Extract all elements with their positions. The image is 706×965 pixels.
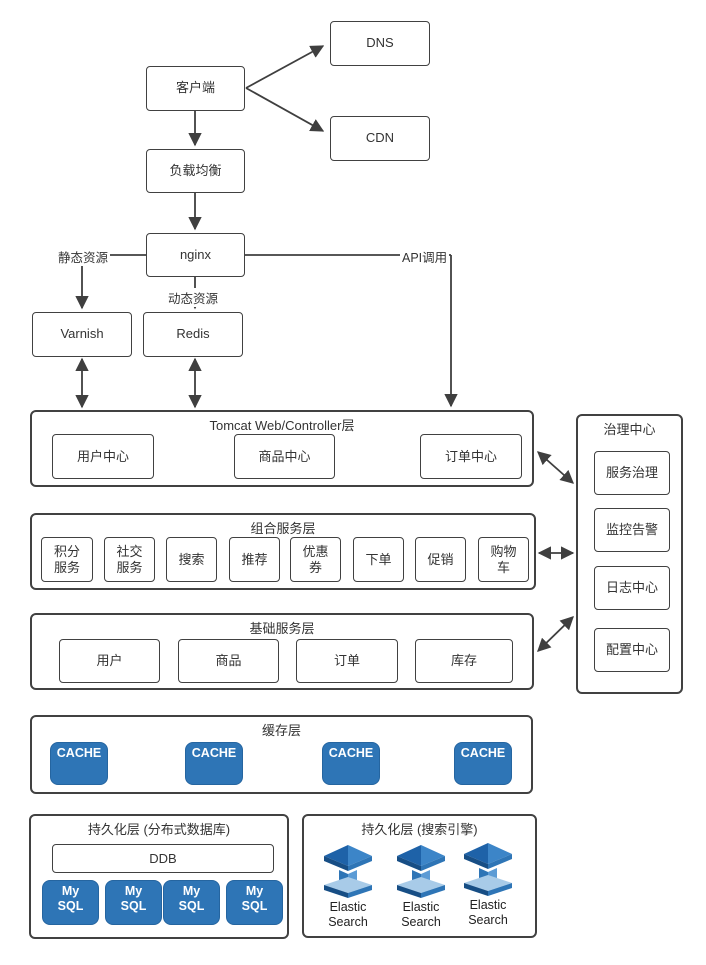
panel-governance-title: 治理中心 xyxy=(603,422,656,437)
governance-item-service: 服务治理 xyxy=(594,451,670,495)
edge-label-static-resource: 静态资源 xyxy=(56,247,111,266)
base-item-user: 用户 xyxy=(59,639,160,683)
base-item-order: 订单 xyxy=(296,639,398,683)
layer-base: 基础服务层 用户 商品 订单 库存 xyxy=(30,613,534,690)
node-dns: DNS xyxy=(330,21,430,66)
layer-persist-db-title: 持久化层 (分布式数据库) xyxy=(87,822,231,837)
cache-node: CACHE xyxy=(185,742,243,785)
mysql-node: My SQL xyxy=(42,880,99,925)
composite-item-search: 搜索 xyxy=(166,537,217,582)
composite-item-cart: 购物车 xyxy=(478,537,529,582)
elasticsearch-icon xyxy=(397,845,445,898)
elasticsearch-label: Elastic Search xyxy=(401,900,441,929)
cache-node: CACHE xyxy=(322,742,380,785)
composite-item-order: 下单 xyxy=(353,537,404,582)
mysql-node: My SQL xyxy=(163,880,220,925)
elasticsearch-node: Elastic Search xyxy=(459,842,517,928)
layer-persist-db: 持久化层 (分布式数据库) DDB My SQL My SQL My SQL M… xyxy=(29,814,289,939)
composite-item-promo: 促销 xyxy=(415,537,466,582)
layer-base-title: 基础服务层 xyxy=(249,621,315,636)
layer-persist-search: 持久化层 (搜索引擎) Elastic Search xyxy=(302,814,537,938)
node-cdn: CDN xyxy=(330,116,430,161)
layer-tomcat: Tomcat Web/Controller层 用户中心 商品中心 订单中心 xyxy=(30,410,534,487)
node-redis: Redis xyxy=(143,312,243,357)
node-load-balancer: 负载均衡 xyxy=(146,149,245,193)
elasticsearch-icon xyxy=(324,845,372,898)
elasticsearch-node: Elastic Search xyxy=(319,844,377,930)
mysql-node: My SQL xyxy=(226,880,283,925)
node-client: 客户端 xyxy=(146,66,245,111)
cache-node: CACHE xyxy=(454,742,512,785)
composite-item-points: 积分服务 xyxy=(41,537,93,582)
base-item-product: 商品 xyxy=(178,639,279,683)
layer-persist-search-title: 持久化层 (搜索引擎) xyxy=(361,822,478,837)
composite-item-recommend: 推荐 xyxy=(229,537,280,582)
layer-composite-title: 组合服务层 xyxy=(250,521,316,536)
layer-tomcat-title: Tomcat Web/Controller层 xyxy=(209,418,355,433)
panel-governance: 治理中心 服务治理 监控告警 日志中心 配置中心 xyxy=(576,414,683,694)
layer-cache: 缓存层 CACHE CACHE CACHE CACHE xyxy=(30,715,533,794)
composite-item-social: 社交服务 xyxy=(104,537,155,582)
governance-item-log: 日志中心 xyxy=(594,566,670,610)
cache-node: CACHE xyxy=(50,742,108,785)
base-item-stock: 库存 xyxy=(415,639,513,683)
elasticsearch-label: Elastic Search xyxy=(468,898,508,927)
ddb-node: DDB xyxy=(52,844,274,873)
node-varnish: Varnish xyxy=(32,312,132,357)
governance-item-config: 配置中心 xyxy=(594,628,670,672)
governance-item-monitor: 监控告警 xyxy=(594,508,670,552)
edge-label-dynamic-resource: 动态资源 xyxy=(166,288,221,307)
tomcat-item-product-center: 商品中心 xyxy=(234,434,335,479)
composite-item-coupon: 优惠券 xyxy=(290,537,341,582)
layer-composite: 组合服务层 积分服务 社交服务 搜索 推荐 优惠券 下单 促销 购物车 xyxy=(30,513,536,590)
elasticsearch-label: Elastic Search xyxy=(328,900,368,929)
edge-label-api-call: API调用 xyxy=(400,247,450,266)
elasticsearch-node: Elastic Search xyxy=(392,844,450,930)
mysql-node: My SQL xyxy=(105,880,162,925)
layer-cache-title: 缓存层 xyxy=(261,723,301,738)
tomcat-item-order-center: 订单中心 xyxy=(420,434,522,479)
node-nginx: nginx xyxy=(146,233,245,277)
elasticsearch-icon xyxy=(464,843,512,896)
tomcat-item-user-center: 用户中心 xyxy=(52,434,154,479)
